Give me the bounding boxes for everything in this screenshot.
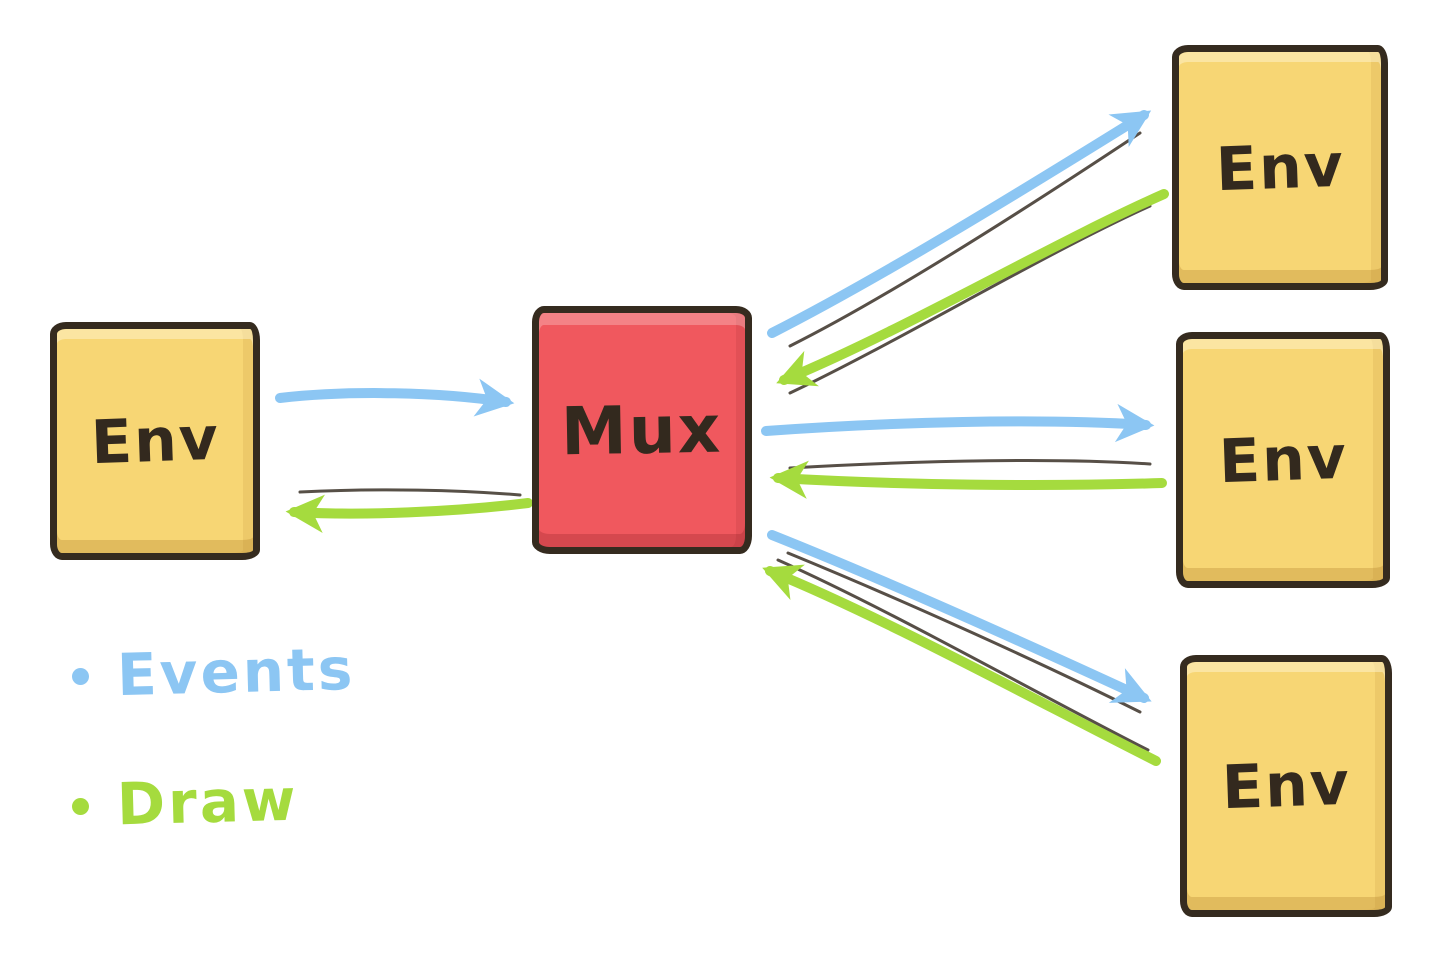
sketch-line bbox=[788, 204, 1152, 395]
legend-label-events: Events bbox=[116, 634, 357, 710]
node-label: Env bbox=[1220, 748, 1352, 824]
node-label: Env bbox=[89, 403, 221, 479]
edge-draw-mux-to-env-left bbox=[285, 494, 533, 533]
sketch-line bbox=[786, 551, 1142, 714]
sketch-line bbox=[776, 558, 1150, 752]
edge-events-mux-to-env-right-top bbox=[767, 110, 1152, 338]
legend-item-events: Events bbox=[72, 634, 357, 710]
node-mux: Mux bbox=[532, 306, 752, 554]
sketch-line bbox=[788, 131, 1142, 348]
legend-item-draw: Draw bbox=[72, 766, 355, 838]
legend: Events Draw bbox=[72, 634, 357, 896]
node-label: Env bbox=[1217, 422, 1349, 498]
edge-draw-env-right-top-to-mux bbox=[776, 189, 1169, 387]
edge-draw-env-right-bottom-to-mux bbox=[762, 564, 1161, 766]
events-bullet-icon bbox=[72, 667, 89, 685]
edge-events-mux-to-env-right-bottom bbox=[767, 530, 1152, 703]
node-env-right-bottom: Env bbox=[1180, 655, 1392, 917]
legend-label-draw: Draw bbox=[116, 765, 300, 839]
node-label: Env bbox=[1214, 130, 1346, 205]
sketch-line bbox=[298, 488, 522, 497]
draw-bullet-icon bbox=[72, 797, 89, 815]
edge-draw-env-right-middle-to-mux bbox=[769, 460, 1167, 499]
edge-events-env-left-to-mux bbox=[275, 378, 515, 417]
node-env-right-middle: Env bbox=[1176, 332, 1390, 588]
node-env-right-top: Env bbox=[1172, 45, 1388, 290]
sketch-line bbox=[788, 459, 1152, 470]
edge-events-mux-to-env-right-middle bbox=[761, 403, 1155, 443]
node-env-left: Env bbox=[50, 322, 260, 560]
node-label: Mux bbox=[560, 390, 724, 470]
